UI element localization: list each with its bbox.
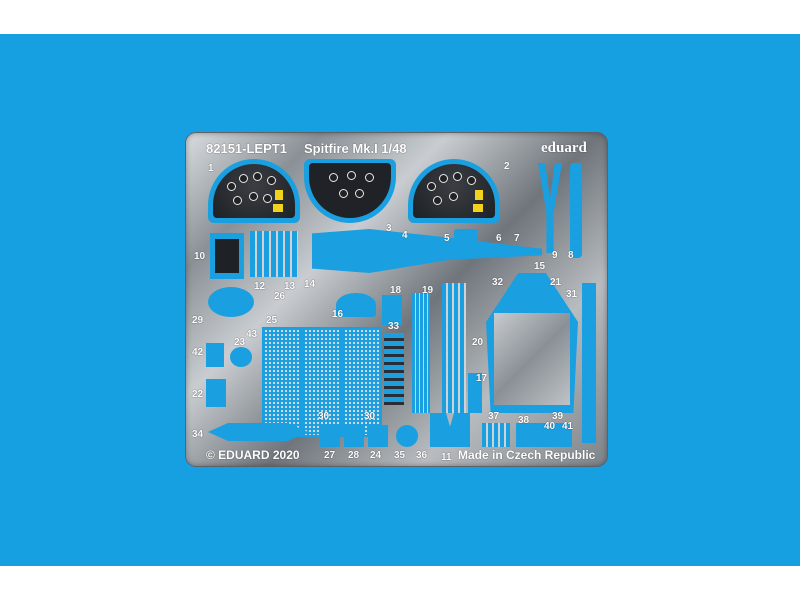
part-number: 40 — [544, 421, 556, 432]
part-26 — [208, 287, 254, 317]
part-number: 8 — [568, 250, 574, 261]
part-number: 35 — [394, 450, 406, 461]
part-number: 21 — [550, 277, 562, 288]
photo-etch-fret: 82151-LEPT1 Spitfire Mk.I 1/48 eduard — [186, 133, 607, 466]
mesh-panel-25-a — [262, 327, 302, 437]
part-number: 37 — [488, 411, 500, 422]
part-number: 16 — [332, 309, 344, 320]
part-number: 38 — [518, 415, 530, 426]
copyright-text: © EDUARD 2020 — [206, 448, 300, 462]
part-number: 13 — [284, 281, 296, 292]
part-number: 19 — [422, 285, 434, 296]
seat-back-21 — [486, 273, 578, 413]
mesh-panel-25-c — [342, 327, 382, 437]
origin-text: Made in Czech Republic — [458, 448, 596, 462]
strap-31 — [582, 283, 596, 443]
part-number: 43 — [246, 329, 258, 340]
part-number: 32 — [492, 277, 504, 288]
part-number: 22 — [192, 389, 204, 400]
instrument-panel-center — [304, 159, 396, 223]
part-number: 24 — [370, 450, 382, 461]
part-number: 28 — [348, 450, 360, 461]
part-22 — [206, 379, 226, 407]
part-number: 18 — [390, 285, 402, 296]
part-27 — [320, 425, 340, 447]
part-10 — [210, 233, 244, 279]
part-23 — [230, 347, 252, 367]
part-number: 17 — [476, 373, 488, 384]
part-19 — [412, 293, 430, 413]
part-11 — [430, 413, 470, 447]
part-34 — [208, 423, 308, 441]
part-35 — [396, 425, 418, 447]
part-42 — [206, 343, 224, 367]
part-number: 9 — [552, 250, 558, 261]
part-number: 30 — [364, 411, 376, 422]
part-38-41 — [516, 423, 572, 447]
part-number: 1 — [208, 163, 214, 174]
part-number: 15 — [534, 261, 546, 272]
part-33 — [384, 333, 404, 405]
part-number: 6 — [496, 233, 502, 244]
brand-logo: eduard — [541, 140, 587, 156]
part-number: 41 — [562, 421, 574, 432]
part-number: 34 — [192, 429, 204, 440]
part-number: 42 — [192, 347, 204, 358]
part-number: 4 — [402, 230, 408, 241]
harness-part-9 — [538, 163, 562, 253]
part-number: 31 — [566, 289, 578, 300]
part-number: 27 — [324, 450, 336, 461]
part-number: 36 — [416, 450, 428, 461]
part-number: 11 — [441, 452, 452, 463]
fret-code: 82151-LEPT1 — [206, 141, 287, 156]
part-number: 20 — [472, 337, 484, 348]
part-3 — [312, 229, 542, 273]
fret-title: Spitfire Mk.I 1/48 — [304, 141, 407, 156]
part-20 — [442, 283, 466, 413]
part-number: 39 — [552, 411, 564, 422]
part-number: 25 — [266, 315, 278, 326]
instrument-panel-left — [208, 159, 300, 223]
strap-8 — [570, 163, 582, 258]
part-number: 14 — [304, 279, 316, 290]
part-24 — [368, 425, 388, 447]
part-number: 2 — [504, 161, 510, 172]
part-28 — [344, 425, 364, 447]
part-number: 26 — [274, 291, 286, 302]
part-18 — [382, 295, 402, 325]
part-16 — [336, 293, 376, 317]
part-number: 30 — [318, 411, 330, 422]
part-number: 23 — [234, 337, 246, 348]
part-number: 10 — [194, 251, 206, 262]
part-number: 29 — [192, 315, 204, 326]
part-number: 7 — [514, 233, 520, 244]
instrument-panel-right — [408, 159, 500, 223]
part-number: 5 — [444, 233, 450, 244]
strap-group-12-13 — [250, 231, 298, 277]
part-number: 12 — [254, 281, 266, 292]
part-5 — [454, 229, 478, 247]
part-number: 3 — [386, 223, 392, 234]
part-17 — [468, 373, 482, 413]
part-37 — [482, 423, 510, 447]
part-number: 33 — [388, 321, 400, 332]
mesh-panel-25-b — [302, 327, 342, 437]
